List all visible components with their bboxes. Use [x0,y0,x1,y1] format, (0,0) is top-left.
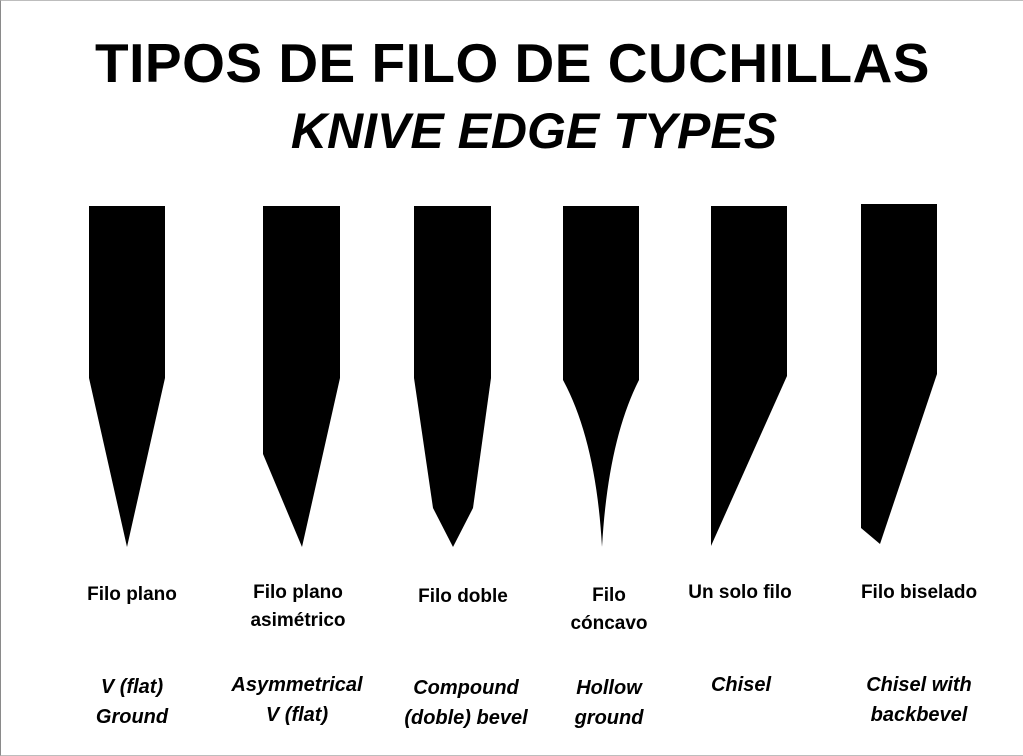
edge-label-es: Filo doble [418,586,508,607]
page-title: TIPOS DE FILO DE CUCHILLAS [95,32,930,94]
edge-label-es: Filo biselado [860,582,978,603]
edge-label-en: Compound (doble) bevel [404,677,528,729]
blade-asymmetrical-v [263,206,340,547]
blade-v-flat [89,206,165,547]
edge-label-es: Filo plano [87,584,177,605]
edge-label-en: Hollow ground [574,677,644,729]
edge-label-en: Asymmetrical V (flat) [231,674,363,726]
edge-label-en: V (flat) Ground [95,676,169,728]
page-subtitle: KNIVE EDGE TYPES [290,103,778,159]
blade-chisel-backbevel [861,204,937,544]
blade-chisel [711,206,787,546]
edge-label-es: Un solo filo [688,582,792,603]
blade-compound-bevel [414,206,491,547]
edge-label-en: Chisel with backbevel [866,674,972,726]
blade-hollow-ground [563,206,639,547]
edge-label-es: Filo cóncavo [570,585,648,634]
edge-label-es: Filo plano asimétrico [250,582,346,631]
edge-label-en: Chisel [710,674,772,696]
